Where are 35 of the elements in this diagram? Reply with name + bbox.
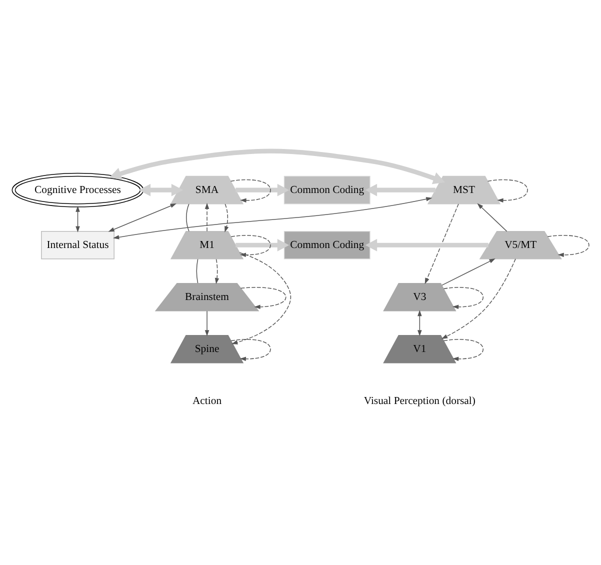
arrow xyxy=(236,183,290,196)
arrow xyxy=(204,202,210,232)
arrow xyxy=(424,203,459,284)
arrow xyxy=(442,258,496,286)
arrow xyxy=(108,202,176,232)
arrow xyxy=(365,238,488,251)
arrow xyxy=(230,234,271,257)
arrow xyxy=(109,148,446,184)
node-ellipse: Cognitive Processes xyxy=(12,172,144,207)
arrow xyxy=(240,286,286,308)
label: Action xyxy=(192,394,222,406)
arrow xyxy=(547,234,590,257)
node-box: Internal Status xyxy=(41,230,114,259)
arrow xyxy=(231,252,292,344)
node-box: Common Coding xyxy=(284,175,370,204)
arrow xyxy=(204,310,210,336)
arrow xyxy=(224,203,229,232)
arrow xyxy=(230,338,271,361)
connector xyxy=(196,258,198,283)
arrow xyxy=(443,338,484,361)
arrow xyxy=(230,178,271,202)
arrow xyxy=(236,238,290,251)
arrow xyxy=(441,258,516,339)
node-box: Common Coding xyxy=(284,230,370,259)
connector xyxy=(186,203,190,232)
arrow xyxy=(365,183,436,196)
arrow xyxy=(418,310,422,336)
arrow xyxy=(76,205,80,232)
arrow xyxy=(112,196,432,239)
arrow xyxy=(214,258,220,284)
arrow xyxy=(477,202,508,232)
arrow xyxy=(487,178,528,202)
arrow xyxy=(443,286,484,309)
arrow xyxy=(138,183,184,196)
label: Visual Perception (dorsal) xyxy=(364,394,476,406)
